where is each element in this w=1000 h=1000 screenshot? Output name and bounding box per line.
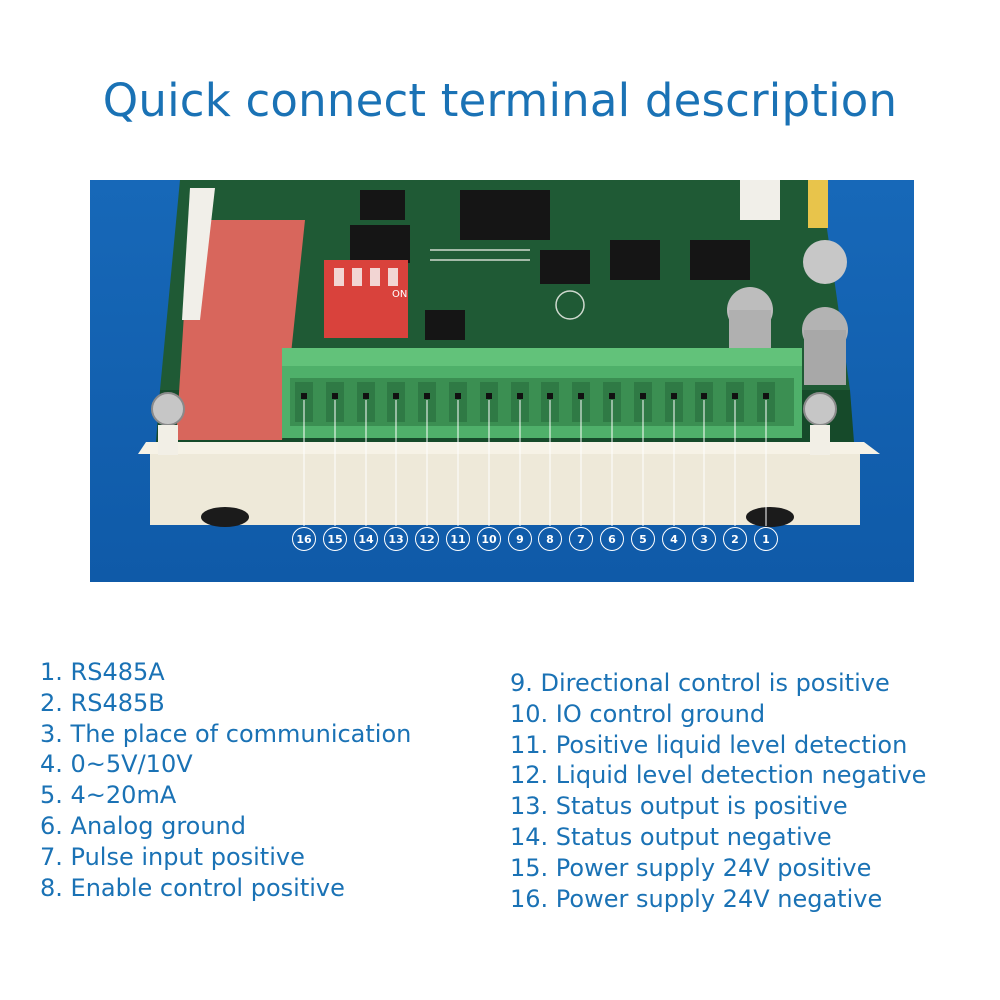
terminal-hole	[517, 393, 523, 399]
list-item: 13. Status output is positive	[510, 792, 848, 821]
pin-number: 13	[384, 527, 408, 551]
terminal-hole	[363, 393, 369, 399]
list-item: 16. Power supply 24V negative	[510, 884, 883, 913]
pin-number: 6	[600, 527, 624, 551]
pin-number: 3	[692, 527, 716, 551]
list-item: 6. Analog ground	[40, 811, 246, 840]
terminal-hole	[332, 393, 338, 399]
list-item: 14. Status output negative	[510, 822, 832, 851]
list-item: 2. RS485B	[40, 688, 165, 717]
terminal-hole	[671, 393, 677, 399]
list-item: 10. IO control ground	[510, 699, 766, 728]
list-item: 4. 0~5V/10V	[40, 750, 193, 779]
list-item: 15. Power supply 24V positive	[510, 853, 872, 882]
list-item: 5. 4~20mA	[40, 781, 177, 810]
terminal-hole	[393, 393, 399, 399]
capacitor-1	[803, 240, 847, 284]
pin-number: 15	[323, 527, 347, 551]
pin-number: 11	[446, 527, 470, 551]
base-plate	[150, 442, 860, 525]
terminal-hole	[640, 393, 646, 399]
pin-number: 8	[538, 527, 562, 551]
list-item: 12. Liquid level detection negative	[510, 761, 927, 790]
pin-number: 10	[477, 527, 501, 551]
terminal-hole	[701, 393, 707, 399]
terminal-hole	[486, 393, 492, 399]
pin-number: 12	[415, 527, 439, 551]
description-list-right: 9. Directional control is positive 10. I…	[510, 668, 926, 914]
list-item: 1. RS485A	[40, 658, 165, 686]
terminal-hole	[609, 393, 615, 399]
list-item: 3. The place of communication	[40, 719, 412, 748]
terminal-hole	[301, 393, 307, 399]
board-illustration: ON	[138, 180, 880, 527]
page-title: Quick connect terminal description	[102, 74, 898, 127]
terminal-hole	[763, 393, 769, 399]
list-item: 8. Enable control positive	[40, 873, 345, 902]
header-connector	[176, 220, 305, 440]
power-connector	[740, 180, 780, 220]
description-list-left: 1. RS485A 2. RS485B 3. The place of comm…	[40, 657, 411, 903]
terminal-hole	[424, 393, 430, 399]
pin-number: 16	[292, 527, 316, 551]
pin-number: 5	[631, 527, 655, 551]
pin-number: 7	[569, 527, 593, 551]
pin-number: 9	[508, 527, 532, 551]
rubber-foot-left	[201, 507, 249, 527]
list-item: 11. Positive liquid level detection	[510, 730, 908, 759]
pin-number: 4	[662, 527, 686, 551]
terminal-hole	[732, 393, 738, 399]
dip-switch-label: ON	[392, 289, 407, 300]
terminal-hole	[547, 393, 553, 399]
list-item: 9. Directional control is positive	[510, 669, 890, 697]
rubber-foot-right	[746, 507, 794, 527]
list-item: 7. Pulse input positive	[40, 842, 305, 871]
pin-number: 14	[354, 527, 378, 551]
pin-number: 2	[723, 527, 747, 551]
pin-number: 1	[754, 527, 778, 551]
mcu-chip	[460, 190, 550, 240]
terminal-pins	[295, 382, 775, 526]
terminal-hole	[455, 393, 461, 399]
terminal-hole	[578, 393, 584, 399]
